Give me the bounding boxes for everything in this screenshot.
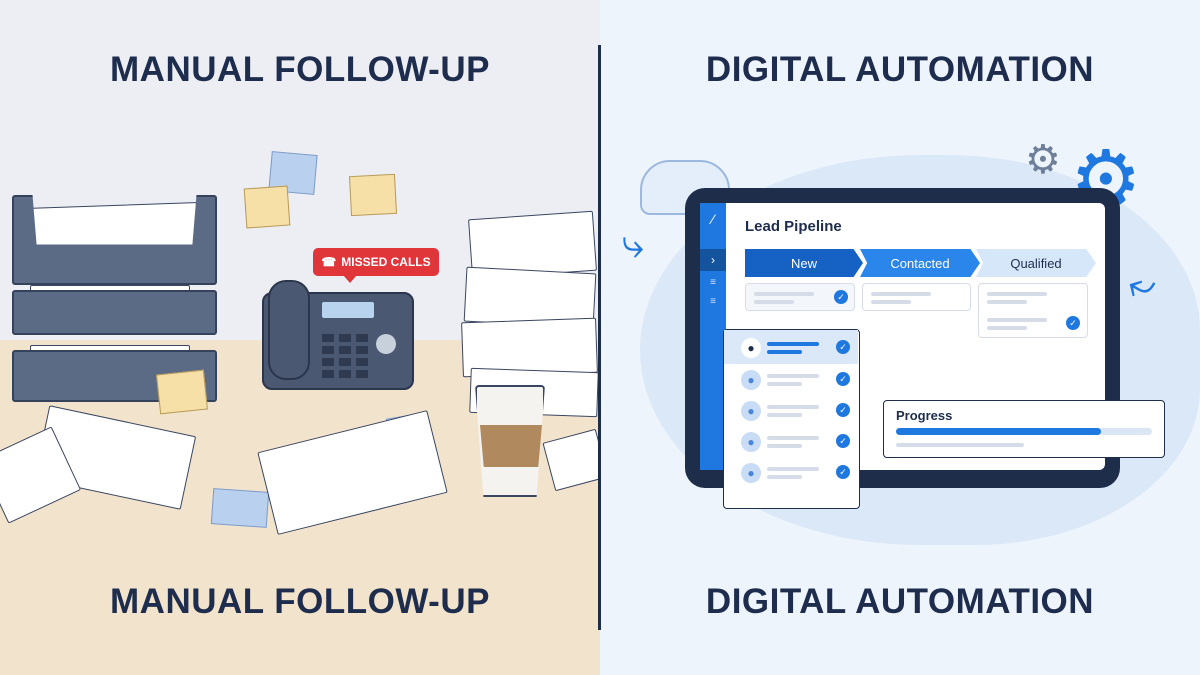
lead-card[interactable]: ✓ bbox=[978, 283, 1088, 338]
check-icon: ✓ bbox=[836, 372, 850, 386]
divider bbox=[598, 45, 601, 630]
phone-icon: ☎ bbox=[321, 255, 337, 269]
check-icon: ✓ bbox=[836, 403, 850, 417]
user-icon: ● bbox=[741, 338, 761, 358]
check-icon: ✓ bbox=[834, 290, 848, 304]
automation-title-top: DIGITAL AUTOMATION bbox=[705, 50, 1095, 89]
manual-panel: MANUAL FOLLOW-UP ☎ MISSED CALLS MANUAL F… bbox=[0, 0, 600, 675]
stage-new[interactable]: New bbox=[745, 249, 863, 277]
sidebar-expand-icon[interactable]: › bbox=[700, 249, 726, 271]
user-icon: ● bbox=[741, 432, 761, 452]
app-title: Lead Pipeline bbox=[745, 218, 842, 235]
stage-label: Contacted bbox=[890, 255, 950, 271]
progress-label: Progress bbox=[896, 408, 953, 423]
missed-calls-badge: ☎ MISSED CALLS bbox=[313, 248, 439, 276]
user-icon: ● bbox=[741, 370, 761, 390]
stage-label: New bbox=[790, 255, 817, 271]
keypad bbox=[322, 332, 372, 378]
list-icon[interactable]: ≡ bbox=[710, 277, 716, 288]
manual-title-bottom: MANUAL FOLLOW-UP bbox=[110, 582, 490, 621]
check-icon: ✓ bbox=[836, 465, 850, 479]
sticky-note-icon bbox=[210, 488, 270, 528]
stage-label: Qualified bbox=[1010, 255, 1062, 271]
progress-fill bbox=[896, 428, 1101, 435]
badge-pointer bbox=[343, 275, 357, 283]
arrow-icon: ⤷ bbox=[622, 222, 645, 266]
gear-icon: ⚙ bbox=[1025, 138, 1061, 182]
logo-icon: ⁄ bbox=[711, 211, 715, 227]
app-sidebar: ⁄ › ≡ ≡ bbox=[700, 203, 726, 470]
check-icon: ✓ bbox=[1066, 316, 1080, 330]
menu-icon[interactable]: ≡ bbox=[710, 296, 716, 307]
progress-card: Progress bbox=[883, 400, 1165, 458]
stage-qualified[interactable]: Qualified bbox=[976, 249, 1096, 277]
manual-title-top: MANUAL FOLLOW-UP bbox=[110, 50, 490, 89]
phone-handset bbox=[268, 280, 310, 380]
sticky-note-icon bbox=[243, 185, 291, 229]
lead-card[interactable] bbox=[862, 283, 971, 311]
check-icon: ✓ bbox=[836, 434, 850, 448]
progress-bar bbox=[896, 428, 1152, 435]
user-icon: ● bbox=[741, 463, 761, 483]
stage-contacted[interactable]: Contacted bbox=[860, 249, 980, 277]
lead-card[interactable]: ✓ bbox=[745, 283, 855, 311]
contacts-list: ● ✓ ● ✓ ● ✓ ● ✓ ● ✓ bbox=[723, 329, 860, 509]
nav-button bbox=[376, 334, 396, 354]
phone-display bbox=[322, 302, 374, 318]
user-icon: ● bbox=[741, 401, 761, 421]
check-icon: ✓ bbox=[836, 340, 850, 354]
sticky-note-icon bbox=[156, 369, 208, 415]
sticky-note-icon bbox=[348, 173, 398, 217]
coffee-sleeve bbox=[480, 425, 542, 467]
inbox-tray-icon bbox=[12, 290, 217, 335]
missed-calls-label: MISSED CALLS bbox=[341, 255, 431, 269]
automation-title-bottom: DIGITAL AUTOMATION bbox=[705, 582, 1095, 621]
